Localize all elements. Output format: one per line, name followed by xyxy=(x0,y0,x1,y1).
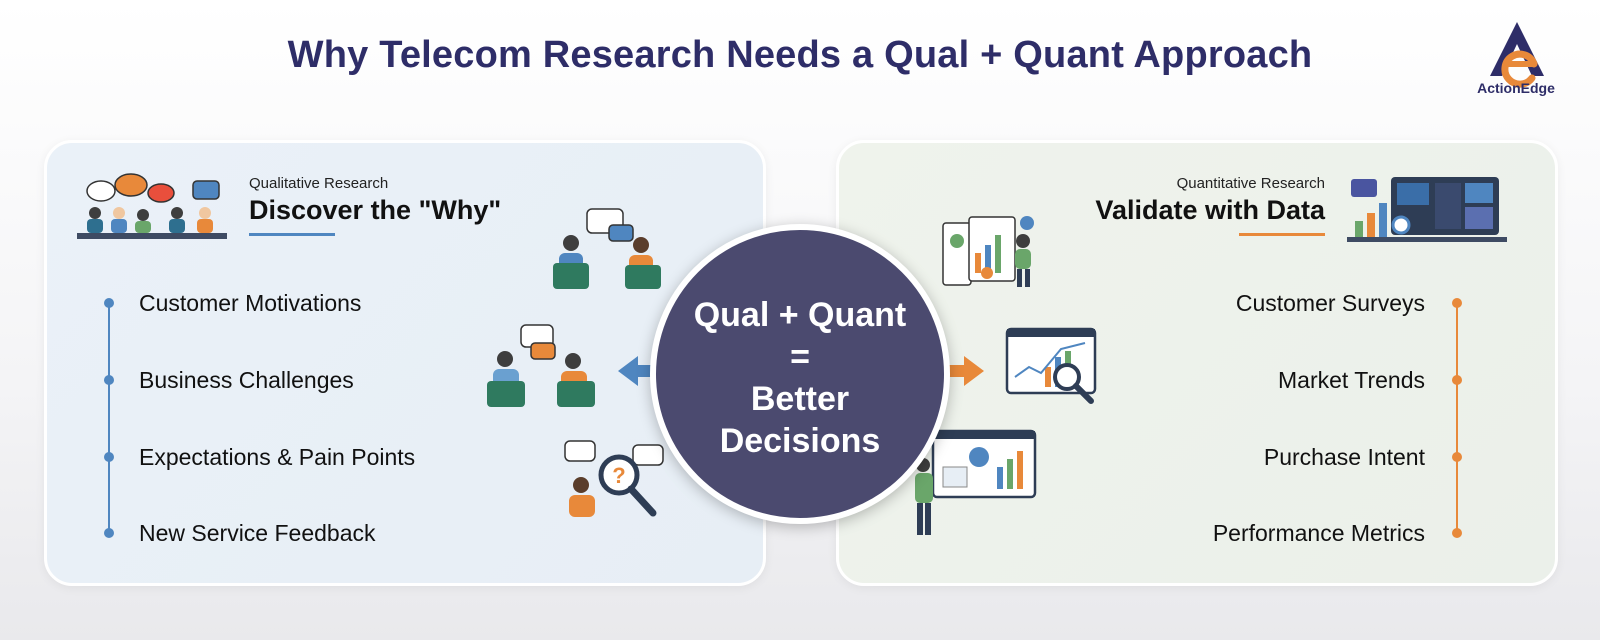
quantitative-list-line xyxy=(1456,303,1458,535)
quantitative-heading: Validate with Data xyxy=(1095,195,1325,225)
arrow-right-icon xyxy=(934,356,984,386)
center-line-3: Better xyxy=(750,380,850,418)
qualitative-item: Business Challenges xyxy=(139,367,354,393)
arrow-left-icon xyxy=(618,356,668,386)
qualitative-underline xyxy=(249,233,335,236)
qualitative-panel: Qualitative Research Discover the "Why" … xyxy=(44,140,766,586)
dashboard-icon xyxy=(1347,177,1507,242)
quantitative-eyebrow: Quantitative Research xyxy=(1176,175,1325,192)
analyst-charts-icon xyxy=(942,216,1034,287)
center-line-4: Decisions xyxy=(719,422,881,460)
quantitative-item: Market Trends xyxy=(1278,367,1425,393)
qualitative-heading: Discover the "Why" xyxy=(249,195,502,225)
brand-name: ActionEdge xyxy=(1477,80,1555,96)
bullet-dot xyxy=(1452,528,1462,538)
group-discussion-icon xyxy=(77,173,227,239)
quantitative-item: Performance Metrics xyxy=(1212,520,1425,546)
quantitative-panel: Quantitative Research Validate with Data… xyxy=(836,140,1558,586)
bullet-dot xyxy=(1452,298,1462,308)
center-circle: Qual + Quant = Better Decisions xyxy=(650,224,950,524)
bullet-dot xyxy=(104,298,114,308)
actionedge-logo xyxy=(1490,22,1544,88)
quantitative-underline xyxy=(1239,233,1325,236)
bullet-dot xyxy=(104,528,114,538)
center-line-2: = xyxy=(790,338,810,376)
quantitative-item: Purchase Intent xyxy=(1263,444,1425,470)
bullet-dot xyxy=(104,375,114,385)
conversation-icon xyxy=(487,324,595,407)
qualitative-eyebrow: Qualitative Research xyxy=(249,175,389,192)
page-title: Why Telecom Research Needs a Qual + Quan… xyxy=(287,34,1313,76)
magnifier-question-icon: ? xyxy=(564,440,664,517)
quantitative-item: Customer Surveys xyxy=(1235,290,1425,316)
chart-search-icon xyxy=(1005,327,1097,404)
bullet-dot xyxy=(1452,375,1462,385)
center-line-1: Qual + Quant xyxy=(693,296,907,334)
presenter-dashboard-icon xyxy=(915,429,1037,535)
svg-text:?: ? xyxy=(612,463,625,488)
qualitative-item: Expectations & Pain Points xyxy=(139,444,416,470)
bullet-dot xyxy=(104,452,114,462)
bullet-dot xyxy=(1452,452,1462,462)
qualitative-list-line xyxy=(108,303,110,535)
interview-icon xyxy=(553,208,661,289)
qualitative-item: Customer Motivations xyxy=(139,290,362,316)
qualitative-item: New Service Feedback xyxy=(139,520,376,546)
